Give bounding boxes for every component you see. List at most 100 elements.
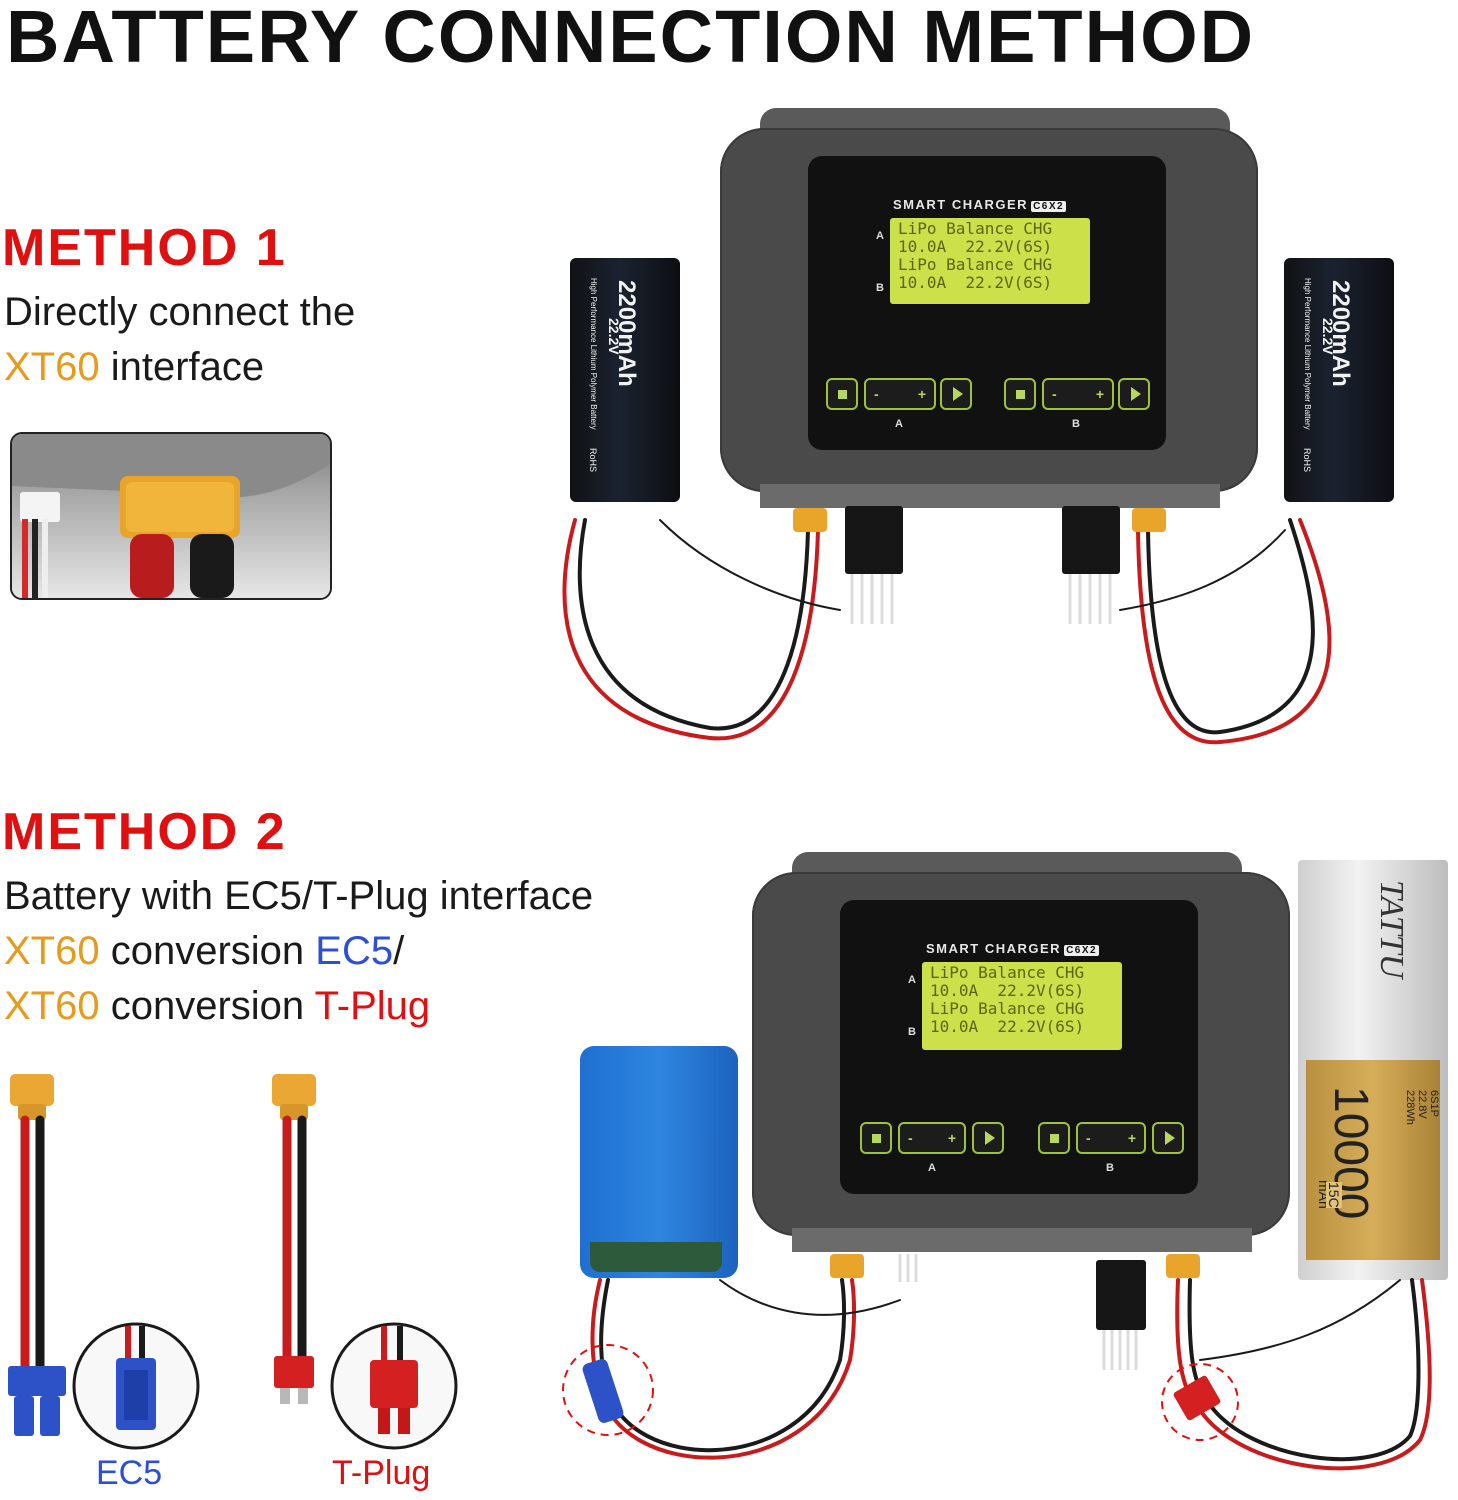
charger1-a-stop-button[interactable] (826, 378, 858, 410)
charger2-channel-a: A (928, 1162, 936, 1174)
charger1-brand-text: SMART CHARGER (893, 197, 1029, 212)
battery-right-subtitle: High Performance Lithium Polymer Battery (1303, 278, 1312, 430)
xt60-closeup-photo (10, 432, 332, 600)
method2-wiring (562, 1254, 1432, 1471)
tattu-cells: 6S1P (1428, 1090, 1440, 1117)
method2-line3-xt60: XT60 (4, 984, 100, 1028)
tattu-wh: 228Wh (1404, 1090, 1416, 1125)
method2-heading: METHOD 2 (2, 803, 287, 861)
ec5-connector (8, 1366, 66, 1396)
ec5-highlight-circle (562, 1344, 654, 1436)
tplug-connector (274, 1356, 314, 1388)
method2-line2-ec5: EC5 (315, 929, 394, 973)
ec5-label: EC5 (96, 1454, 163, 1492)
ec5-battery-pcb (590, 1242, 722, 1272)
tattu-voltage: 22.8V (1416, 1090, 1428, 1119)
charger2-lcd: LiPo Balance CHG 10.0A 22.2V(6S) LiPo Ba… (922, 962, 1122, 1050)
tattu-brand: TATTU (1373, 880, 1410, 979)
xt60-plug-charger2-b (1166, 1254, 1200, 1278)
page-title: BATTERY CONNECTION METHOD (6, 0, 1256, 78)
charger1-row-b: B (876, 282, 884, 294)
tplug-highlight-circle (1161, 1363, 1239, 1441)
charger2-row-b: B (908, 1026, 916, 1038)
xt60-highlight: XT60 (4, 345, 100, 389)
charger2-brand-text: SMART CHARGER (926, 941, 1062, 956)
charger1-a-adjust-button[interactable]: -+ (864, 378, 936, 410)
method1-wiring (562, 506, 1332, 745)
ec5-battery (580, 1046, 738, 1278)
lcd2-line4: 10.0A 22.2V(6S) (930, 1017, 1085, 1036)
plus-label: + (947, 1130, 956, 1146)
xt60-plug-charger2-a (830, 1254, 864, 1278)
balance-plug-right (1062, 506, 1120, 574)
battery-2200-left: 2200mAh 22.2V High Performance Lithium P… (570, 258, 680, 502)
xt60-connector-ec5-adapter (10, 1074, 54, 1106)
balance-plug-left (845, 506, 903, 574)
charger2-model: C6X2 (1064, 945, 1100, 956)
minus-label: - (874, 386, 879, 402)
battery-left-subtitle: High Performance Lithium Polymer Battery (589, 278, 598, 430)
lcd1-line1: LiPo Balance CHG (898, 219, 1053, 238)
charger1-channel-a: A (895, 418, 903, 430)
plus-label: + (1095, 386, 1104, 402)
lcd2-line3: LiPo Balance CHG (930, 999, 1085, 1018)
method2-line2-xt60: XT60 (4, 929, 100, 973)
charger2-b-stop-button[interactable] (1038, 1122, 1070, 1154)
tattu-10000-battery: TATTU 10000 mAh 15C 6S1P 22.8V 228Wh (1298, 860, 1448, 1280)
method2-line2: XT60 conversion EC5/ (4, 929, 404, 974)
method1-line1: Directly connect the (4, 290, 356, 334)
charger1-channel-b: B (1072, 418, 1080, 430)
charger2-a-adjust-button[interactable]: -+ (898, 1122, 966, 1154)
ec5-inline-connector (582, 1359, 624, 1423)
battery-right-rohs: RoHS (1302, 448, 1312, 473)
tplug-label: T-Plug (332, 1454, 431, 1492)
tattu-gold-label (1306, 1060, 1440, 1260)
xt60-plug-right (1132, 508, 1166, 532)
charger1-row-a: A (876, 230, 884, 242)
xt60-connector-illustration (12, 434, 330, 598)
battery-right-voltage: 22.2V (1320, 318, 1336, 355)
plus-label: + (917, 386, 926, 402)
method2-line2-mid: conversion (99, 929, 316, 973)
charger1-lcd: LiPo Balance CHG 10.0A 22.2V(6S) LiPo Ba… (890, 218, 1090, 304)
charger2-base (792, 1228, 1252, 1252)
method2-line2-slash: / (393, 929, 405, 973)
charger2-a-stop-button[interactable] (860, 1122, 892, 1154)
lcd2-line1: LiPo Balance CHG (930, 963, 1085, 982)
charger2-b-start-button[interactable] (1152, 1122, 1184, 1154)
lcd1-line2: 10.0A 22.2V(6S) (898, 237, 1053, 256)
battery-2200-right: 2200mAh 22.2V High Performance Lithium P… (1284, 258, 1394, 502)
minus-label: - (908, 1130, 913, 1146)
lcd1-line3: LiPo Balance CHG (898, 255, 1053, 274)
charger1-model: C6X2 (1031, 201, 1067, 212)
charger2-row-a: A (908, 974, 916, 986)
charger2-channel-b: B (1106, 1162, 1114, 1174)
charger1-base (760, 484, 1220, 508)
method1-line2: XT60 interface (4, 345, 264, 390)
battery-left-voltage: 22.2V (606, 318, 622, 355)
xt60-connector-tplug-adapter (272, 1074, 316, 1106)
tplug-inline-connector (1173, 1375, 1221, 1421)
minus-label: - (1086, 1130, 1091, 1146)
plus-label: + (1127, 1130, 1136, 1146)
method1-line2-rest: interface (99, 345, 265, 389)
charger1-a-start-button[interactable] (940, 378, 972, 410)
charger1-b-stop-button[interactable] (1004, 378, 1036, 410)
method2-line3-mid: conversion (99, 984, 315, 1028)
charger2-b-adjust-button[interactable]: -+ (1076, 1122, 1146, 1154)
charger1-b-adjust-button[interactable]: -+ (1042, 378, 1114, 410)
balance-plug-charger2-b (1096, 1260, 1146, 1330)
lcd2-line2: 10.0A 22.2V(6S) (930, 981, 1085, 1000)
xt60-plug-left (793, 508, 827, 532)
method2-line1: Battery with EC5/T-Plug interface (4, 874, 594, 918)
charger2-a-start-button[interactable] (972, 1122, 1004, 1154)
charger1-b-start-button[interactable] (1118, 378, 1150, 410)
minus-label: - (1052, 386, 1057, 402)
adapter-cables (8, 1074, 458, 1450)
method2-line3: XT60 conversion T-Plug (4, 984, 430, 1029)
lcd1-line4: 10.0A 22.2V(6S) (898, 273, 1053, 292)
method1-heading: METHOD 1 (2, 219, 287, 277)
tattu-c-rating: 15C (1326, 1182, 1342, 1208)
